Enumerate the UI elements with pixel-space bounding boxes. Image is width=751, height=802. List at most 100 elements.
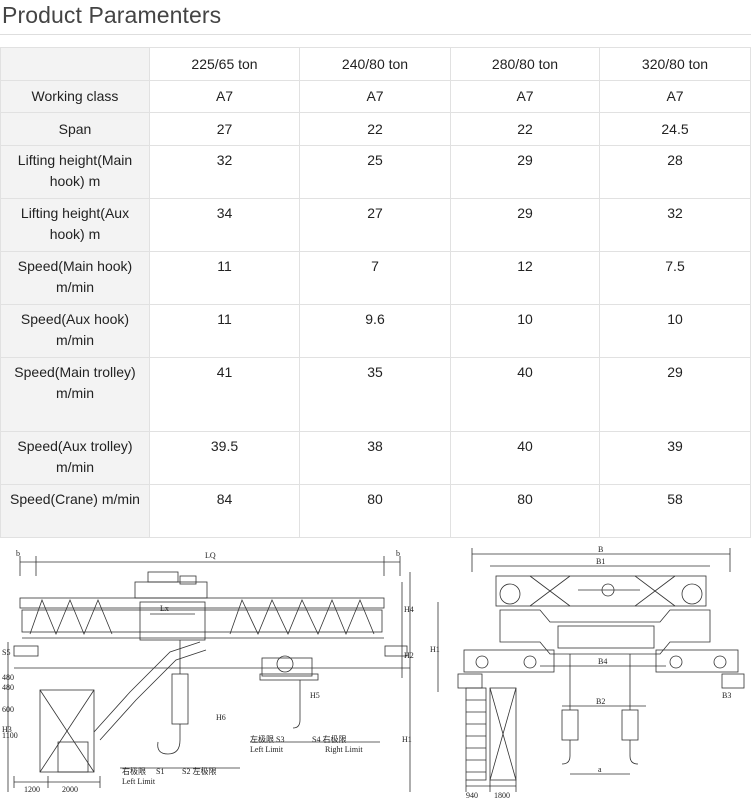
table-cell: 80 — [299, 484, 451, 538]
dim-label: H5 — [310, 691, 320, 700]
table-cell: A7 — [450, 80, 600, 113]
table-cell: 38 — [299, 431, 451, 485]
dim-label: H3 — [2, 725, 12, 734]
limit-label: S1 — [156, 767, 164, 776]
header-cell: 225/65 ton — [149, 47, 300, 81]
table-row: Lifting height(Main hook) m 32 25 29 28 — [0, 145, 751, 199]
dim-label: LQ — [205, 551, 216, 560]
table-cell: 35 — [299, 357, 451, 432]
dim-label: H2 — [404, 651, 414, 660]
table-cell: A7 — [149, 80, 300, 113]
table-cell: 27 — [299, 198, 451, 252]
dim-label: 480 — [2, 683, 14, 692]
row-label: Speed(Main trolley) m/min — [0, 357, 150, 432]
table-cell: 29 — [599, 357, 751, 432]
dim-label: 480 — [2, 673, 14, 682]
limit-label: S4 右极限 — [312, 734, 346, 744]
table-cell: 29 — [450, 198, 600, 252]
table-cell: 27 — [149, 112, 300, 146]
row-label: Working class — [0, 80, 150, 113]
limit-label: Left Limit — [250, 745, 284, 754]
parameters-table: 225/65 ton 240/80 ton 280/80 ton 320/80 … — [0, 47, 751, 538]
dim-label: Lx — [160, 604, 169, 613]
table-row: Speed(Aux trolley) m/min 39.5 38 40 39 — [0, 431, 751, 485]
limit-label: S2 左极限 — [182, 766, 216, 776]
table-cell: 10 — [450, 304, 600, 358]
dim-label: 1200 — [24, 785, 40, 794]
limit-label: 左极限 S3 — [250, 734, 284, 744]
crane-drawings: LQ b b Lx H4 H2 H6 H5 H3 H1 S5 480 480 6… — [0, 542, 751, 802]
row-label: Lifting height(Main hook) m — [0, 145, 150, 199]
table-row: Speed(Aux hook) m/min 11 9.6 10 10 — [0, 304, 751, 358]
row-label: Speed(Aux hook) m/min — [0, 304, 150, 358]
dim-label: 2000 — [62, 785, 78, 794]
dim-label: 1800 — [494, 791, 510, 800]
table-cell: 41 — [149, 357, 300, 432]
table-cell: 29 — [450, 145, 600, 199]
page-title: Product Paramenters — [2, 2, 222, 28]
header-cell: 280/80 ton — [450, 47, 600, 81]
table-cell: 32 — [149, 145, 300, 199]
table-cell: 24.5 — [599, 112, 751, 146]
dim-label: S5 — [2, 648, 10, 657]
table-header-row: 225/65 ton 240/80 ton 280/80 ton 320/80 … — [0, 47, 751, 81]
table-cell: 32 — [599, 198, 751, 252]
dim-label: 600 — [2, 705, 14, 714]
dim-label: B4 — [598, 657, 607, 666]
table-cell: A7 — [299, 80, 451, 113]
table-row: Lifting height(Aux hook) m 34 27 29 32 — [0, 198, 751, 252]
crane-side-elevation-drawing: LQ b b Lx H4 H2 H6 H5 H3 H1 S5 480 480 6… — [2, 549, 414, 794]
dim-label: H4 — [404, 605, 414, 614]
title-divider — [0, 34, 751, 35]
row-label: Span — [0, 112, 150, 146]
row-label: Speed(Crane) m/min — [0, 484, 150, 538]
header-corner-cell — [0, 47, 150, 81]
dim-label: B3 — [722, 691, 731, 700]
limit-label: Right Limit — [325, 745, 363, 754]
table-cell: 7 — [299, 251, 451, 305]
dim-label: 940 — [466, 791, 478, 800]
crane-end-elevation-drawing: B B1 B4 B2 B3 H1 a 940 1800 — [430, 545, 745, 800]
row-label: Speed(Aux trolley) m/min — [0, 431, 150, 485]
dim-label: b — [396, 549, 400, 558]
dim-label: B — [598, 545, 603, 554]
dim-label: H1 — [430, 645, 440, 654]
table-row: Speed(Main hook) m/min 11 7 12 7.5 — [0, 251, 751, 305]
dim-label: B2 — [596, 697, 605, 706]
table-cell: 58 — [599, 484, 751, 538]
dim-label: a — [598, 765, 602, 774]
table-cell: 84 — [149, 484, 300, 538]
table-cell: 7.5 — [599, 251, 751, 305]
header-cell: 320/80 ton — [599, 47, 751, 81]
table-row: Working class A7 A7 A7 A7 — [0, 80, 751, 113]
dim-label: 1100 — [2, 731, 18, 740]
dim-label: H6 — [216, 713, 226, 722]
table-cell: 40 — [450, 357, 600, 432]
table-cell: 80 — [450, 484, 600, 538]
dim-label: b — [16, 549, 20, 558]
header-cell: 240/80 ton — [299, 47, 451, 81]
table-cell: 10 — [599, 304, 751, 358]
limit-label: Left Limit — [122, 777, 156, 786]
table-cell: 22 — [299, 112, 451, 146]
table-row: Speed(Crane) m/min 84 80 80 58 — [0, 484, 751, 538]
table-cell: 11 — [149, 251, 300, 305]
table-cell: 25 — [299, 145, 451, 199]
row-label: Speed(Main hook) m/min — [0, 251, 150, 305]
table-cell: 22 — [450, 112, 600, 146]
table-row: Speed(Main trolley) m/min 41 35 40 29 — [0, 357, 751, 432]
row-label: Lifting height(Aux hook) m — [0, 198, 150, 252]
table-cell: 28 — [599, 145, 751, 199]
table-cell: 34 — [149, 198, 300, 252]
dim-label: B1 — [596, 557, 605, 566]
dim-label: H1 — [402, 735, 412, 744]
table-cell: 12 — [450, 251, 600, 305]
table-cell: 40 — [450, 431, 600, 485]
table-row: Span 27 22 22 24.5 — [0, 112, 751, 146]
table-cell: 11 — [149, 304, 300, 358]
table-cell: 9.6 — [299, 304, 451, 358]
table-cell: 39.5 — [149, 431, 300, 485]
table-cell: A7 — [599, 80, 751, 113]
table-cell: 39 — [599, 431, 751, 485]
limit-label: 右极限 — [122, 766, 146, 776]
